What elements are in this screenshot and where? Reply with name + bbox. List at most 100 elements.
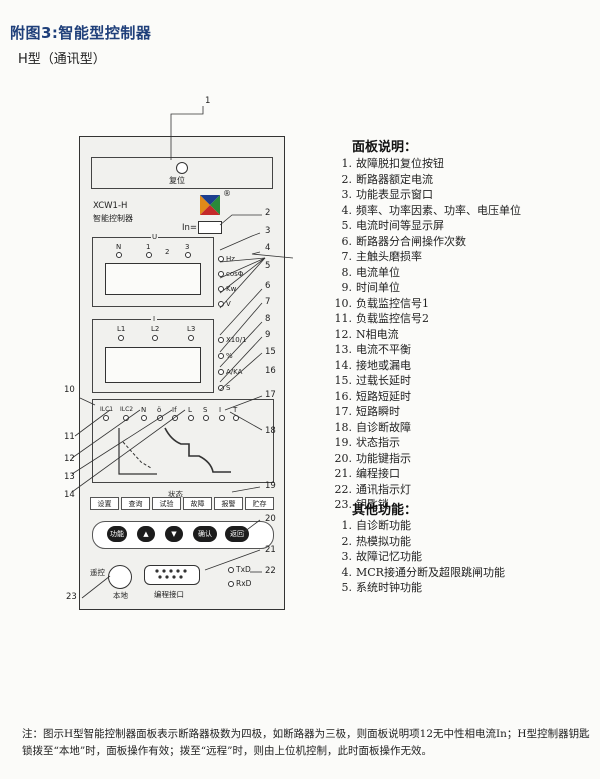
- i-phase-led: [118, 335, 124, 341]
- list-item: 17.短路瞬时: [330, 404, 521, 420]
- list-item: 9.时间单位: [330, 280, 521, 296]
- remote-label: 遥控: [90, 568, 105, 577]
- list-item: 20.功能键指示: [330, 451, 521, 467]
- in-label: In=: [182, 223, 198, 233]
- item-number: 9.: [341, 281, 353, 294]
- unit-label-kw: Kw: [226, 285, 237, 293]
- reset-button[interactable]: [176, 162, 188, 174]
- unit-label-s: S: [226, 384, 231, 392]
- protection-curve-icon: [118, 427, 231, 475]
- item-text: 自诊断故障: [356, 420, 411, 434]
- item-number: 7.: [341, 250, 353, 263]
- status-led: [172, 415, 178, 421]
- unit-label-percent: %: [226, 352, 233, 360]
- item-text: 过载长延时: [356, 374, 411, 387]
- callout-number: 4: [265, 243, 271, 253]
- i-label: I: [151, 315, 158, 323]
- item-text: 短路短延时: [356, 389, 411, 403]
- item-text: 自诊断功能: [356, 519, 411, 532]
- test-button[interactable]: 试验: [152, 497, 181, 510]
- item-number: 20.: [334, 451, 353, 465]
- unit-led-percent: [218, 353, 224, 359]
- u-phase-label: 1: [146, 243, 151, 251]
- item-text: MCR接通分断及超限跳闸功能: [356, 565, 505, 579]
- item-number: 18.: [334, 420, 353, 434]
- u-phase-led: [116, 252, 122, 258]
- list-item: 6.断路器分合闸操作次数: [330, 234, 521, 250]
- current-block: I L1 L2 L3: [92, 315, 214, 393]
- callout-number: 11: [64, 432, 75, 442]
- up-key[interactable]: ▲: [137, 526, 155, 542]
- item-text: 负载监控信号1: [356, 296, 429, 310]
- status-led-label: I: [219, 406, 222, 414]
- list-item: 7.主触头磨损率: [330, 249, 521, 265]
- item-text: 系统时钟功能: [356, 581, 422, 594]
- rated-current-window: [198, 221, 222, 234]
- controller-name: 智能控制器: [93, 214, 133, 223]
- item-text: 主触头磨损率: [356, 250, 422, 263]
- reset-window: 复位: [91, 157, 273, 189]
- item-number: 19.: [334, 436, 353, 449]
- status-led-label: S: [203, 406, 208, 414]
- item-text: 故障脱扣复位按钮: [356, 157, 444, 170]
- callout-number: 18: [265, 426, 276, 436]
- u-phase-label: N: [116, 243, 122, 251]
- item-text: 接地或漏电: [356, 358, 411, 372]
- status-led-label: T: [233, 406, 238, 414]
- down-key[interactable]: ▼: [165, 526, 183, 542]
- figure-title: 附图3:智能型控制器: [10, 24, 152, 42]
- list-item: 3.故障记忆功能: [330, 549, 505, 565]
- item-number: 10.: [334, 296, 353, 310]
- status-led-label: N: [141, 406, 147, 414]
- callout-number: 14: [64, 490, 75, 500]
- unit-led-hz: [218, 256, 224, 262]
- item-number: 3.: [341, 188, 353, 201]
- callout-number: 17: [265, 390, 276, 400]
- item-number: 4.: [341, 565, 353, 579]
- list-item: 10.负载监控信号1: [330, 296, 521, 312]
- unit-led-s: [218, 385, 224, 391]
- list-item: 22.通讯指示灯: [330, 482, 521, 498]
- callout-number: 6: [265, 281, 271, 291]
- status-label: 状态: [168, 490, 183, 499]
- item-number: 3.: [341, 550, 353, 563]
- i-phase-label: L2: [151, 325, 160, 333]
- confirm-key[interactable]: 确认: [193, 526, 217, 542]
- txd-label: TxD: [236, 565, 251, 574]
- item-number: 16.: [334, 389, 353, 403]
- programming-port[interactable]: [144, 565, 200, 585]
- item-number: 22.: [334, 482, 353, 496]
- status-led-label: ILC1: [100, 406, 114, 413]
- callout-number: 16: [265, 366, 276, 376]
- list-item: 18.自诊断故障: [330, 420, 521, 436]
- key-row: 功能 ▲ ▼ 确认 返回: [92, 521, 274, 549]
- return-key[interactable]: 返回: [225, 526, 249, 542]
- item-text: 功能表显示窗口: [356, 188, 433, 201]
- callout-number: 12: [64, 454, 75, 464]
- list-item: 2.断路器额定电流: [330, 172, 521, 188]
- list-item: 1.自诊断功能: [330, 518, 505, 534]
- alarm-button[interactable]: 报警: [214, 497, 243, 510]
- item-text: 电流不平衡: [356, 343, 411, 356]
- store-button[interactable]: 贮存: [245, 497, 274, 510]
- item-number: 11.: [334, 312, 353, 325]
- unit-led-x10: [218, 337, 224, 343]
- setting-button[interactable]: 设置: [90, 497, 119, 510]
- list-item: 1.故障脱扣复位按钮: [330, 156, 521, 172]
- i-phase-label: L1: [117, 325, 126, 333]
- query-button[interactable]: 查询: [121, 497, 150, 510]
- model-label: XCW1-H: [93, 201, 128, 211]
- callout-number: 15: [265, 347, 276, 357]
- item-text: 编程接口: [356, 467, 400, 480]
- item-number: 6.: [341, 234, 353, 248]
- item-text: 断路器分合闸操作次数: [356, 234, 466, 248]
- unit-label-v: V: [226, 300, 231, 308]
- u-phase-label: 3: [185, 243, 190, 251]
- item-number: 4.: [341, 203, 353, 217]
- item-text: 断路器额定电流: [356, 172, 433, 186]
- callout-number: 13: [64, 472, 75, 482]
- fault-button[interactable]: 故障: [183, 497, 212, 510]
- status-led: [141, 415, 147, 421]
- function-key[interactable]: 功能: [107, 526, 127, 542]
